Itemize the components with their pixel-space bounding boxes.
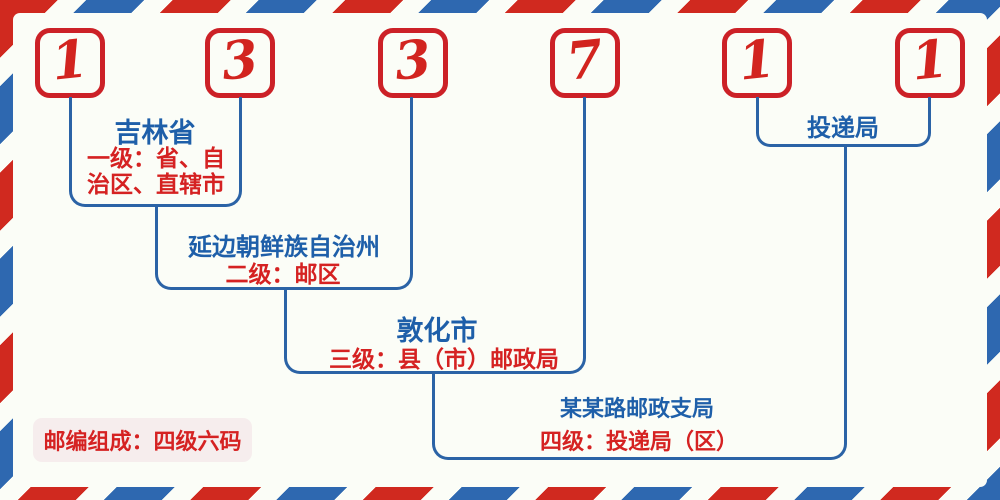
digit-box-2: 3 — [205, 28, 275, 98]
postal-code-composition-badge: 邮编组成：四级六码 — [33, 418, 252, 462]
digit-box-1: 1 — [35, 28, 105, 98]
postal-digit-1: 1 — [48, 28, 91, 93]
level-4-description: 四级：投递局（区） — [539, 429, 739, 454]
connector-line-digit-3 — [410, 97, 413, 207]
level-1-description: 一级：省、自 治区、直辖市 — [87, 145, 225, 197]
connector-line-digit-4 — [583, 97, 586, 290]
level-2-name: 延边朝鲜族自治州 — [188, 234, 380, 261]
digit-box-5: 1 — [722, 28, 792, 98]
level-1-name: 吉林省 — [114, 118, 196, 148]
level-2-description: 二级：邮区 — [225, 261, 341, 287]
digit-box-3: 3 — [378, 28, 448, 98]
level-3-description: 三级：县（市）邮政局 — [329, 346, 559, 372]
level-1-description-line-1: 一级：省、自 — [87, 145, 225, 171]
connector-line-delivery-to-level-4 — [844, 145, 847, 375]
level-1-description-line-2: 治区、直辖市 — [87, 171, 225, 197]
digit-box-6: 1 — [895, 28, 965, 98]
envelope-inner-panel — [13, 13, 987, 487]
connector-bracket-level-3 — [284, 288, 586, 374]
postal-digit-4: 7 — [563, 28, 606, 93]
postal-digit-6: 1 — [908, 28, 951, 93]
delivery-office-label: 投递局 — [807, 115, 879, 142]
connector-bracket-level-4 — [432, 373, 847, 460]
connector-bracket-delivery-office — [756, 97, 931, 147]
level-4-name: 某某路邮政支局 — [559, 396, 715, 421]
postal-digit-5: 1 — [735, 28, 778, 93]
postal-digit-2: 3 — [218, 28, 261, 93]
level-3-name: 敦化市 — [396, 316, 478, 346]
postal-digit-3: 3 — [391, 28, 434, 93]
digit-box-4: 7 — [550, 28, 620, 98]
